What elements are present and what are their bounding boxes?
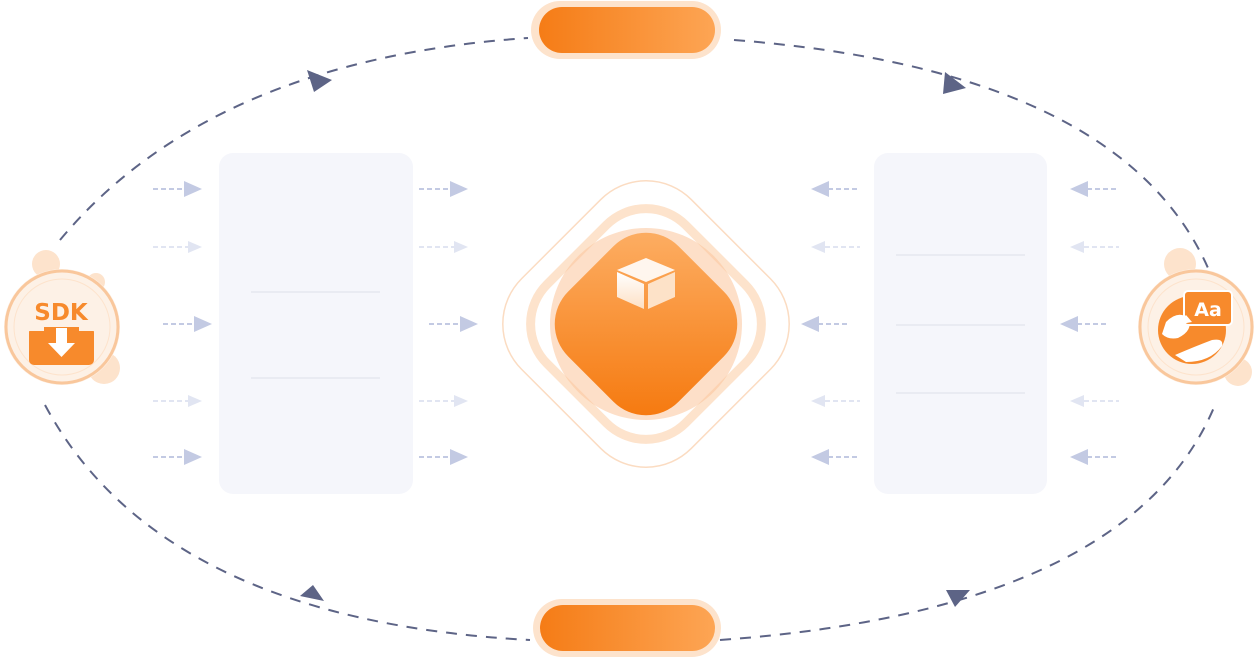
- flow-arrow-left: [811, 449, 860, 465]
- loop-arrow-bottom-right: [946, 590, 970, 607]
- language-globe-icon: Aa: [1158, 290, 1233, 364]
- flow-arrow-left: [1070, 241, 1119, 253]
- flow-arrow-right: [419, 395, 468, 407]
- loop-arc-bottom-right: [719, 404, 1216, 641]
- loop-arc-bottom-left: [44, 404, 531, 641]
- right-input-arrows: [1060, 181, 1119, 465]
- flow-arrow-left: [1070, 395, 1119, 407]
- flow-arrow-right: [153, 449, 202, 465]
- flow-arrow-left: [811, 241, 860, 253]
- loop-arc-top-right: [733, 39, 1209, 269]
- left-input-arrows: [153, 181, 212, 465]
- center-node: [502, 180, 790, 468]
- loop-arrow-top-right: [943, 72, 966, 94]
- flow-arrow-left: [801, 316, 850, 332]
- flow-arrow-right: [153, 395, 202, 407]
- flow-arrow-left: [1060, 316, 1109, 332]
- language-label: Aa: [1194, 299, 1222, 321]
- flow-arrow-right: [153, 181, 202, 197]
- loop-arrow-bottom-left: [300, 585, 324, 601]
- right-panel: [874, 153, 1047, 494]
- box-3d-icon: [617, 258, 675, 309]
- flow-arrow-left: [1070, 181, 1119, 197]
- loop-arrow-top-left: [307, 70, 332, 92]
- left-panel: [219, 153, 413, 494]
- top-pill: [531, 1, 721, 59]
- left-node: SDK: [4, 250, 120, 385]
- right-node: Aa: [1138, 248, 1254, 386]
- flow-arrow-right: [429, 316, 478, 332]
- flow-arrow-right: [163, 316, 212, 332]
- flow-arrow-left: [811, 395, 860, 407]
- right-output-arrows: [801, 181, 860, 465]
- outer-loop: [44, 37, 1216, 641]
- flow-arrow-right: [419, 449, 468, 465]
- sdk-label: SDK: [34, 300, 89, 326]
- flow-arrow-right: [153, 241, 202, 253]
- loop-arc-top-left: [59, 37, 529, 241]
- flow-arrow-right: [419, 181, 468, 197]
- bottom-pill: [533, 599, 721, 657]
- flow-arrow-right: [419, 241, 468, 253]
- sdk-download-icon: SDK: [29, 300, 94, 365]
- flow-arrow-left: [811, 181, 860, 197]
- left-output-arrows: [419, 181, 478, 465]
- flow-arrow-left: [1070, 449, 1119, 465]
